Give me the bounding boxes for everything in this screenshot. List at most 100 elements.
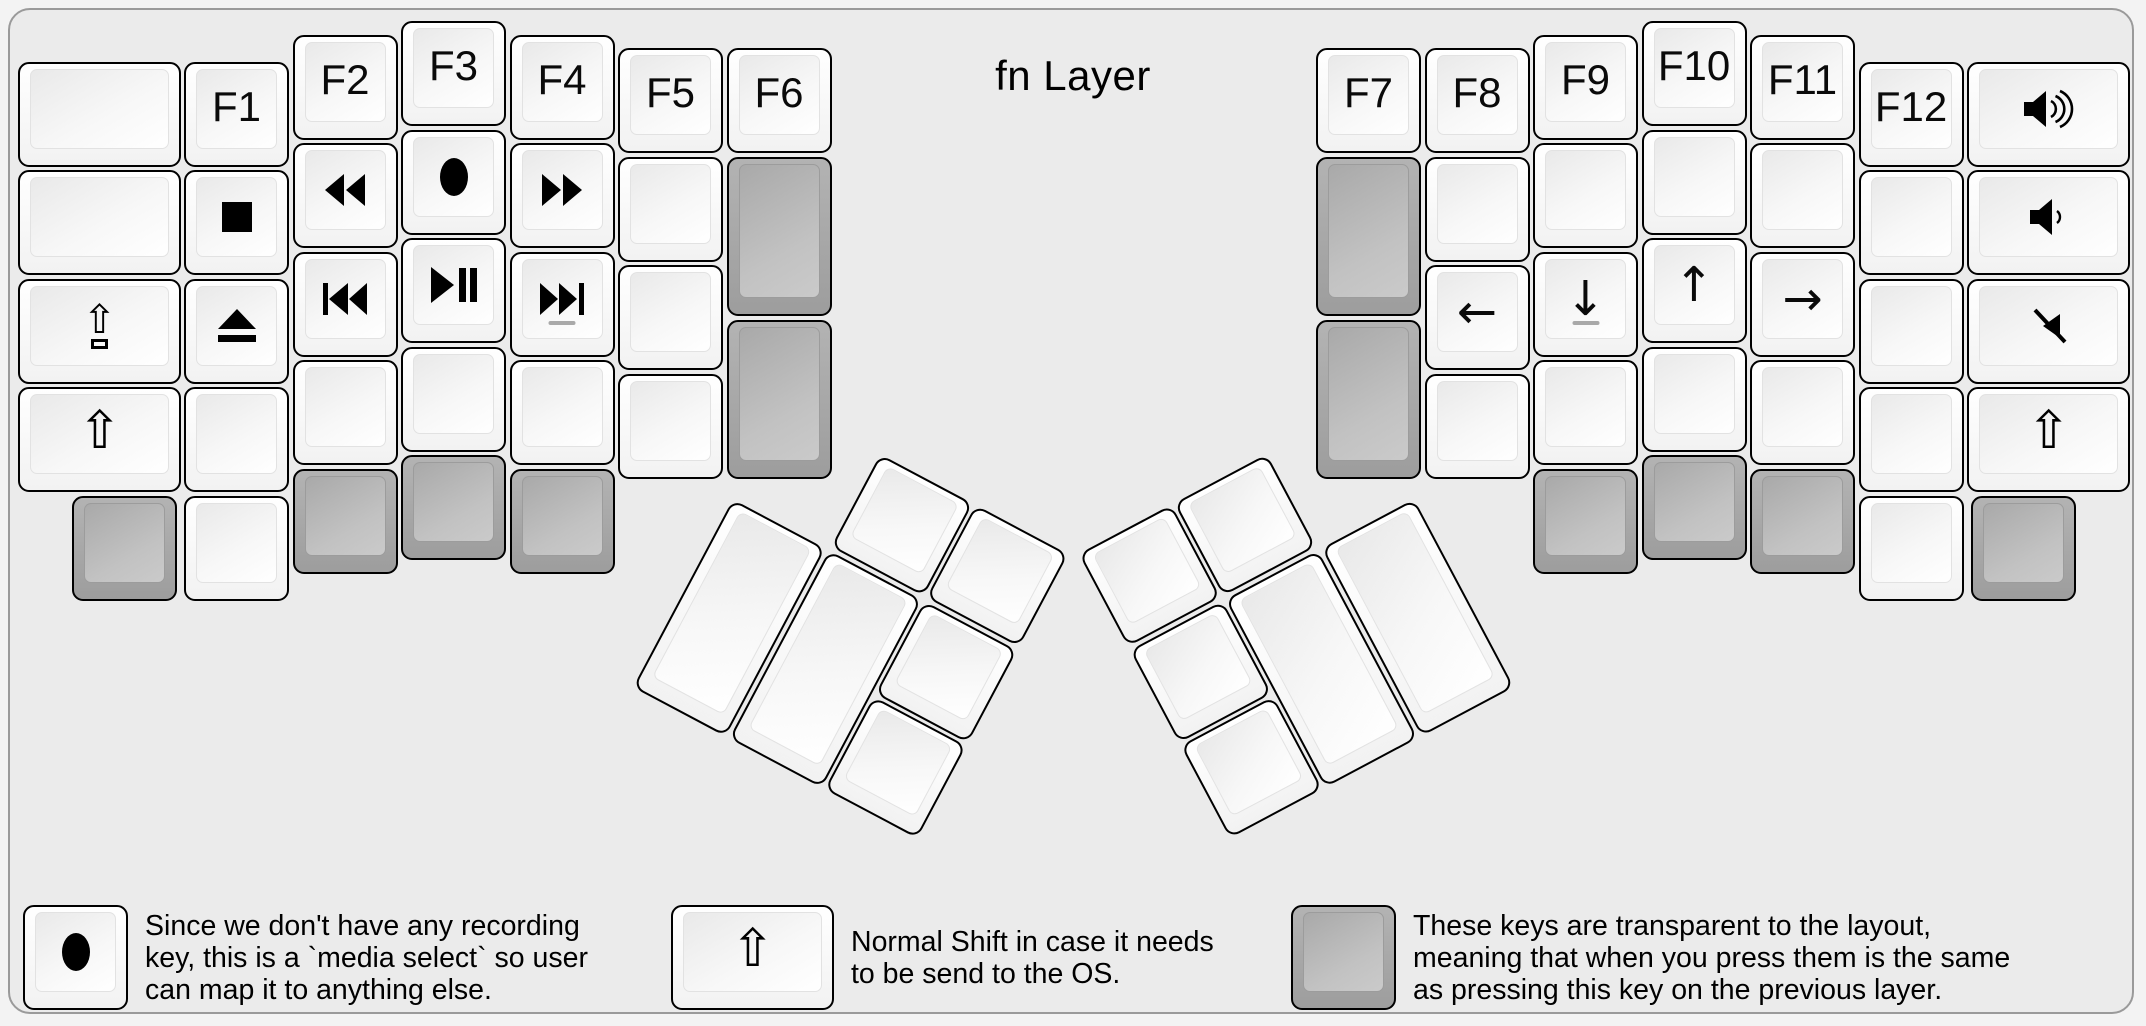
key-f5[interactable]: F5 [618, 48, 723, 153]
key-label: ↑ [1673, 257, 1715, 313]
key-blank[interactable] [1641, 129, 1747, 235]
previous-track-icon [321, 281, 369, 317]
key-blank[interactable] [618, 156, 723, 262]
key-transparent[interactable] [1533, 468, 1638, 574]
homing-bar [548, 320, 576, 325]
key-label: F1 [211, 82, 261, 130]
next-track-icon [538, 281, 586, 317]
key-label: F8 [1452, 69, 1502, 116]
key-label: F4 [537, 55, 587, 103]
key-blank[interactable] [618, 373, 723, 479]
key-f12[interactable]: F12 [1858, 61, 1964, 167]
play-pause-icon [429, 266, 479, 304]
rewind-icon [323, 172, 367, 208]
volume-down-icon [2022, 196, 2076, 238]
key-blank[interactable] [1858, 495, 1964, 601]
key-blank[interactable] [1858, 278, 1964, 384]
key-transparent[interactable] [1316, 156, 1421, 316]
legend-item-normal-shift: ⇧ Normal Shift in case it needs to be se… [671, 905, 1214, 1010]
shift-icon: ⇧ [77, 401, 122, 461]
key-blank[interactable] [1858, 387, 1964, 492]
fast-forward-icon [540, 172, 584, 208]
key-transparent[interactable] [1316, 319, 1421, 479]
key-record-media-select[interactable] [401, 129, 506, 235]
legend-item-media-select: Since we don't have any recording key, t… [23, 905, 588, 1010]
key-blank[interactable] [509, 360, 615, 465]
key-f7[interactable]: F7 [1316, 48, 1421, 153]
key-transparent[interactable] [292, 468, 398, 574]
key-label: F2 [320, 55, 370, 103]
key-f9[interactable]: F9 [1533, 34, 1638, 140]
key-previous-track[interactable] [292, 251, 398, 357]
shift-icon: ⇧ [730, 919, 775, 979]
key-f4[interactable]: F4 [509, 34, 615, 140]
key-label: F12 [1874, 82, 1948, 130]
key-blank[interactable] [18, 61, 181, 167]
mute-icon [2026, 305, 2072, 347]
key-arrow-left[interactable]: ← [1424, 265, 1530, 370]
key-volume-down[interactable] [1967, 170, 2130, 275]
key-blank[interactable] [18, 170, 181, 275]
key-play-pause[interactable] [401, 238, 506, 343]
key-f8[interactable]: F8 [1424, 48, 1530, 153]
key-label: F5 [645, 69, 695, 116]
legend-key-sample [1291, 905, 1396, 1010]
legend-key-shift: ⇧ [671, 905, 834, 1010]
key-blank[interactable] [1424, 156, 1530, 262]
key-shift-left[interactable]: ⇧ [18, 387, 181, 492]
key-transparent[interactable] [1971, 495, 2076, 601]
key-f6[interactable]: F6 [726, 48, 832, 153]
key-blank[interactable] [292, 360, 398, 465]
key-rewind[interactable] [292, 143, 398, 248]
key-next-track[interactable] [509, 251, 615, 357]
key-label: ↓ [1565, 270, 1606, 327]
key-stop[interactable] [184, 170, 289, 275]
key-shift-right[interactable]: ⇧ [1967, 387, 2130, 492]
key-blank[interactable] [1750, 360, 1855, 465]
key-label: ← [1456, 284, 1498, 340]
key-fast-forward[interactable] [509, 143, 615, 248]
key-transparent[interactable] [726, 156, 832, 316]
key-f2[interactable]: F2 [292, 34, 398, 140]
key-mute[interactable] [1967, 278, 2130, 384]
key-blank[interactable] [1533, 143, 1638, 248]
volume-up-icon [2022, 88, 2076, 130]
key-blank[interactable] [1858, 170, 1964, 275]
key-f3[interactable]: F3 [401, 21, 506, 126]
key-arrow-right[interactable]: → [1750, 251, 1855, 357]
key-label: F11 [1767, 55, 1838, 103]
key-blank[interactable] [1424, 373, 1530, 479]
key-blank[interactable] [401, 346, 506, 452]
key-blank[interactable] [184, 495, 289, 601]
key-volume-up[interactable] [1967, 61, 2130, 167]
key-transparent[interactable] [72, 495, 177, 601]
key-blank[interactable] [1641, 346, 1747, 452]
key-f10[interactable]: F10 [1641, 21, 1747, 126]
key-arrow-down[interactable]: ↓ [1533, 251, 1638, 357]
key-label: → [1782, 270, 1823, 327]
stop-icon [220, 200, 254, 234]
key-label: F3 [428, 42, 478, 89]
legend-key-sample: ⇧ [671, 905, 834, 1010]
key-arrow-up[interactable]: ↑ [1641, 238, 1747, 343]
key-blank[interactable] [1533, 360, 1638, 465]
key-transparent[interactable] [1750, 468, 1855, 574]
key-caps-lock[interactable]: ⇧ [18, 278, 181, 384]
legend-text-transparent-keys: These keys are transparent to the layout… [1413, 909, 2011, 1006]
key-blank[interactable] [184, 387, 289, 492]
key-f1[interactable]: F1 [184, 61, 289, 167]
legend-key-transparent [1291, 905, 1396, 1010]
key-f11[interactable]: F11 [1750, 34, 1855, 140]
legend-item-transparent-keys: These keys are transparent to the layout… [1291, 905, 2010, 1010]
key-transparent[interactable] [726, 319, 832, 479]
legend-key-record [23, 905, 128, 1010]
key-transparent[interactable] [401, 455, 506, 560]
key-eject[interactable] [184, 278, 289, 384]
key-transparent[interactable] [1641, 455, 1747, 560]
key-blank[interactable] [1750, 143, 1855, 248]
key-label: F10 [1657, 42, 1731, 89]
legend-text-normal-shift: Normal Shift in case it needs to be send… [851, 925, 1214, 990]
key-transparent[interactable] [509, 468, 615, 574]
record-icon [59, 930, 93, 974]
key-blank[interactable] [618, 265, 723, 370]
